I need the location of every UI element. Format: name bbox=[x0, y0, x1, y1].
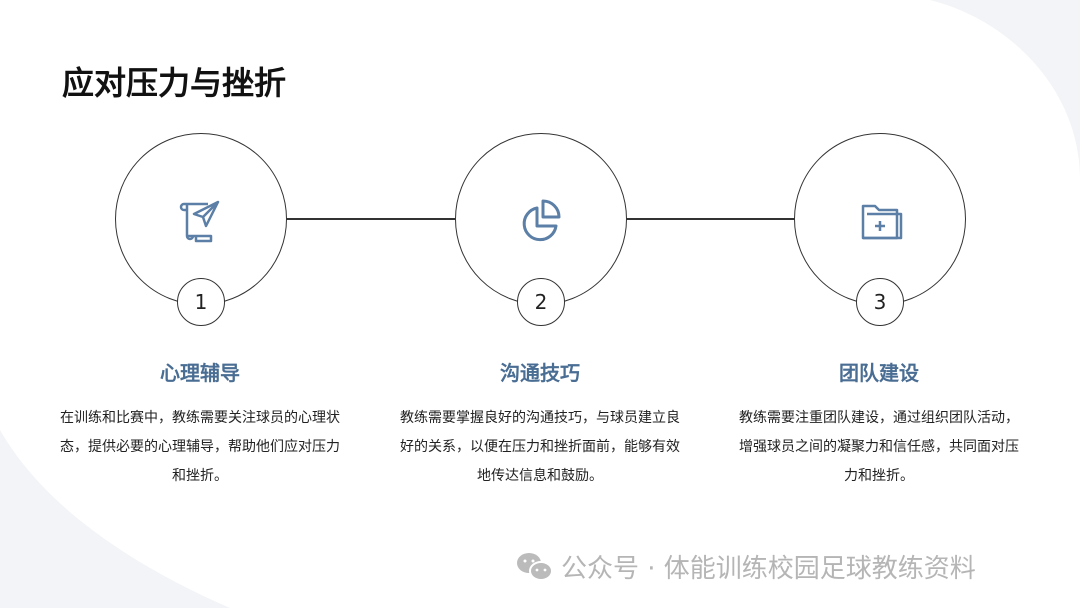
step-number: 2 bbox=[517, 278, 565, 326]
wechat-icon bbox=[517, 552, 553, 581]
watermark-text: 公众号 · 体能训练校园足球教练资料 bbox=[561, 554, 976, 584]
step-description: 教练需要掌握良好的沟通技巧，与球员建立良好的关系，以便在压力和挫折面前，能够有效… bbox=[400, 410, 680, 484]
watermark: 公众号 · 体能训练校园足球教练资料 bbox=[515, 548, 1055, 585]
step-heading: 团队建设 bbox=[839, 361, 919, 385]
step-heading: 沟通技巧 bbox=[500, 361, 580, 385]
step-2-circle bbox=[455, 133, 627, 305]
step-number: 3 bbox=[856, 278, 904, 326]
scroll-paper-plane-icon bbox=[179, 200, 220, 243]
step-number: 1 bbox=[177, 278, 225, 326]
step-1-circle bbox=[115, 133, 287, 305]
page-title: 应对压力与挫折 bbox=[62, 64, 287, 102]
pie-chart-icon bbox=[522, 199, 561, 242]
connector-line bbox=[625, 218, 795, 220]
step-heading: 心理辅导 bbox=[160, 361, 240, 385]
folder-add-icon bbox=[861, 204, 903, 240]
connector-line bbox=[285, 218, 455, 220]
step-description: 教练需要注重团队建设，通过组织团队活动，增强球员之间的凝聚力和信任感，共同面对压… bbox=[739, 410, 1019, 484]
step-description: 在训练和比赛中，教练需要关注球员的心理状态，提供必要的心理辅导，帮助他们应对压力… bbox=[60, 410, 340, 484]
